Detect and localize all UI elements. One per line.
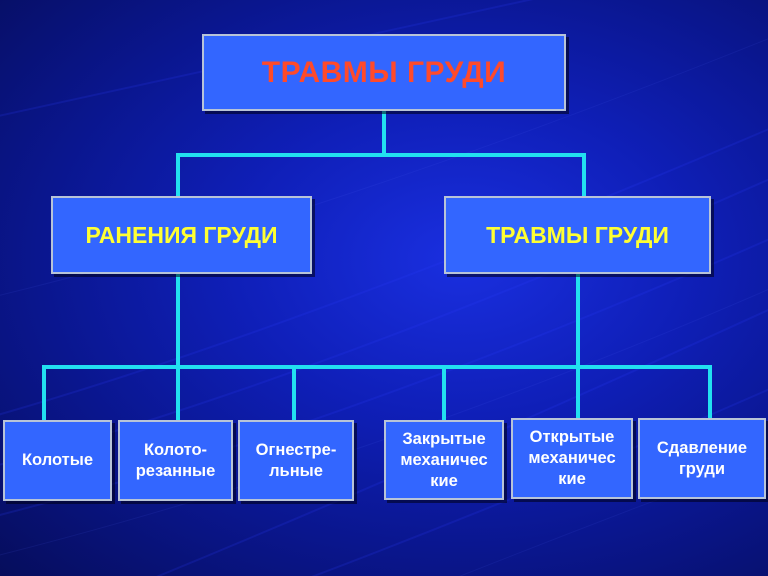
leaf-node-compression: Сдавление груди [638, 418, 766, 499]
leaf-label: Открытые механичес кие [528, 428, 616, 488]
leaf-label: Сдавление груди [656, 438, 748, 478]
leaf-node-stab: Колотые [3, 420, 112, 501]
leaf-label: Колотые [21, 451, 94, 469]
leaf-node-closed-mechanical: Закрытые механичес кие [384, 420, 504, 500]
leaf-label: Закрытые механичес кие [400, 429, 488, 490]
root-label: ТРАВМЫ ГРУДИ [261, 55, 507, 89]
leaf-label: Колото- резанные [135, 440, 216, 480]
branch-label-injuries: ТРАВМЫ ГРУДИ [486, 221, 669, 248]
leaf-label: Огнестре- льные [255, 440, 337, 480]
branch-node-injuries: ТРАВМЫ ГРУДИ [444, 196, 711, 274]
leaf-node-gunshot: Огнестре- льные [238, 420, 354, 501]
branch-label-wounds: РАНЕНИЯ ГРУДИ [85, 221, 278, 248]
root-node: ТРАВМЫ ГРУДИ [202, 34, 566, 111]
branch-node-wounds: РАНЕНИЯ ГРУДИ [51, 196, 312, 274]
leaf-node-open-mechanical: Открытые механичес кие [511, 418, 633, 499]
leaf-node-stab-cut: Колото- резанные [118, 420, 233, 501]
